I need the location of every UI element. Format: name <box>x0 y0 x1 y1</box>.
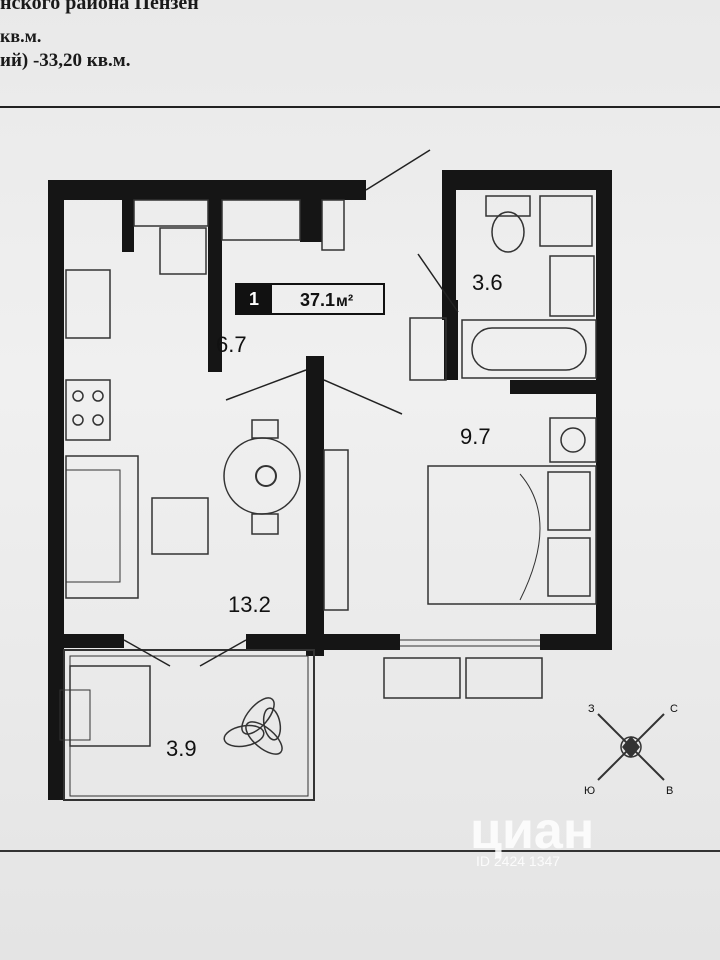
compass-w: З <box>588 703 595 715</box>
watermark-id: ID 2424 1347 <box>476 853 560 869</box>
furniture <box>59 195 597 747</box>
door-swings <box>123 149 459 667</box>
area-badge: 1 37.1 м² <box>235 283 385 315</box>
area-unit: м² <box>336 293 353 310</box>
compass-n: С <box>670 703 678 715</box>
total-area: 37.1 <box>300 290 335 310</box>
plant-icon <box>223 697 283 755</box>
compass-icon: З С Ю В <box>584 703 678 797</box>
balcony-outline <box>63 639 540 801</box>
header-line-2: кв.м. <box>0 26 42 46</box>
hall-area-label: 6.7 <box>216 332 247 357</box>
header-line-3: ий) -33,20 кв.м. <box>0 50 131 71</box>
plan-frame <box>0 106 720 852</box>
cian-watermark: циан ID 2424 1347 <box>470 802 594 869</box>
compass-s: Ю <box>584 785 595 797</box>
bathroom-area-label: 3.6 <box>472 270 503 295</box>
balcony-area-label: 3.9 <box>166 736 197 761</box>
watermark-brand: циан <box>470 802 594 860</box>
header-line-1: нского района Пензен <box>0 0 199 14</box>
rooms-count: 1 <box>249 289 259 309</box>
walls <box>48 170 612 800</box>
living-kitchen-area-label: 13.2 <box>228 592 271 617</box>
bedroom-area-label: 9.7 <box>460 424 491 449</box>
compass-e: В <box>666 785 673 797</box>
